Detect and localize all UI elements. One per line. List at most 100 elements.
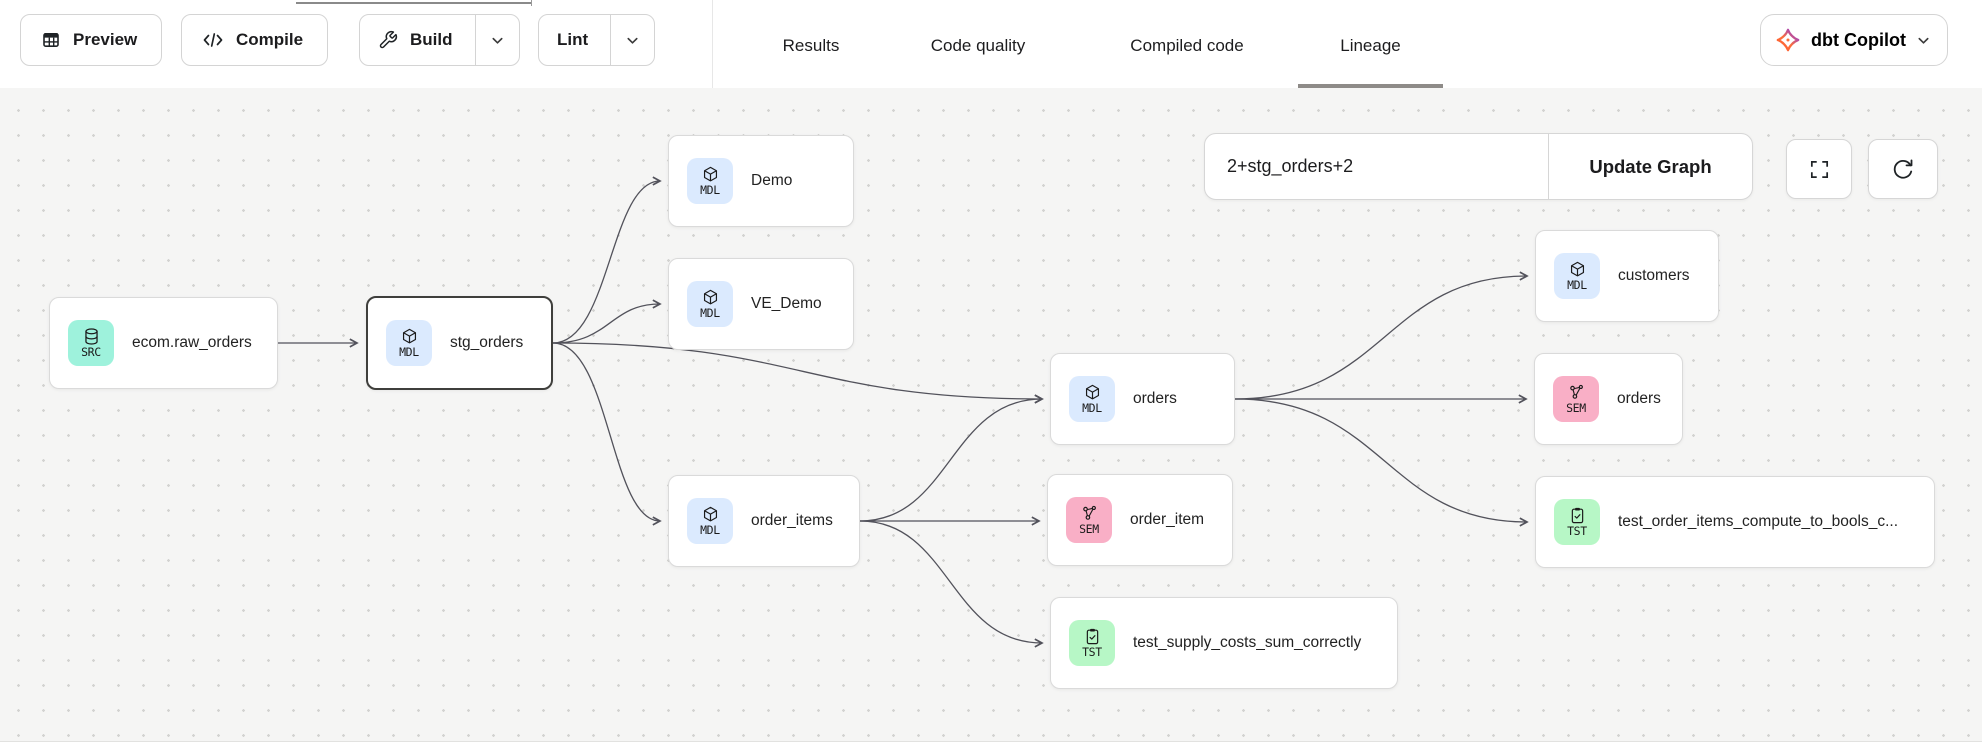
semantic-model-badge: SEM <box>1066 497 1112 543</box>
network-icon <box>1082 506 1096 521</box>
network-icon <box>1569 385 1583 400</box>
node-type-label: MDL <box>1567 278 1587 293</box>
lineage-canvas[interactable]: SRC ecom.raw_orders MDL stg_orders MDL <box>0 88 1982 742</box>
graph-selector-input[interactable] <box>1205 134 1549 199</box>
model-badge: MDL <box>1554 253 1600 299</box>
node-type-label: MDL <box>700 183 720 198</box>
tab-results-label: Results <box>782 36 840 55</box>
lineage-node-orders-model[interactable]: MDL orders <box>1050 353 1235 445</box>
cube-icon <box>703 167 717 182</box>
cube-icon <box>1570 262 1584 277</box>
node-label: test_supply_costs_sum_correctly <box>1133 634 1362 651</box>
toolbar-header: Preview Compile Build <box>0 0 1982 88</box>
edge-stgOrders-demo <box>552 176 662 344</box>
preview-button[interactable]: Preview <box>20 14 163 66</box>
editor-tab-divider <box>531 0 532 6</box>
code-icon <box>203 33 223 47</box>
tab-lineage-label: Lineage <box>1340 36 1401 55</box>
node-type-label: SEM <box>1566 401 1586 416</box>
lineage-node-order-item-semantic[interactable]: SEM order_item <box>1047 474 1233 566</box>
lineage-node-test-supply-costs[interactable]: TST test_supply_costs_sum_correctly <box>1050 597 1398 689</box>
preview-button-label: Preview <box>73 30 138 49</box>
toolbar-tabs-divider <box>712 0 713 88</box>
node-label: order_items <box>751 512 833 529</box>
node-label: customers <box>1618 267 1690 284</box>
dbt-copilot-button[interactable]: dbt Copilot <box>1760 14 1948 66</box>
node-label: test_order_items_compute_to_bools_c... <box>1618 513 1899 530</box>
fullscreen-button[interactable] <box>1786 139 1852 199</box>
tab-compiled-code-label: Compiled code <box>1130 36 1244 55</box>
source-badge: SRC <box>68 320 114 366</box>
edge-stgOrders-orderItems <box>552 342 662 526</box>
edge-orders-testOrderItems <box>1234 398 1529 527</box>
refresh-graph-button[interactable] <box>1868 139 1938 199</box>
node-type-label: TST <box>1567 524 1587 539</box>
test-badge: TST <box>1554 499 1600 545</box>
clipboard-check-icon <box>1571 508 1583 524</box>
lint-button-label: Lint <box>557 30 589 49</box>
semantic-model-badge: SEM <box>1553 376 1599 422</box>
node-type-label: MDL <box>399 345 419 360</box>
build-button[interactable]: Build <box>360 15 475 65</box>
node-label: orders <box>1133 390 1177 407</box>
update-graph-button[interactable]: Update Graph <box>1589 155 1712 177</box>
model-badge: MDL <box>687 158 733 204</box>
chevron-down-icon <box>627 37 638 44</box>
node-type-label: TST <box>1082 645 1102 660</box>
edge-orderItems-orders <box>859 394 1044 522</box>
compile-button[interactable]: Compile <box>181 14 329 66</box>
node-label: VE_Demo <box>751 295 822 312</box>
build-dropdown-toggle[interactable] <box>474 15 519 65</box>
test-badge: TST <box>1069 620 1115 666</box>
lint-split-button: Lint <box>538 14 656 66</box>
lineage-node-orders-semantic[interactable]: SEM orders <box>1534 353 1683 445</box>
node-label: Demo <box>751 172 793 189</box>
chevron-down-icon <box>491 37 503 44</box>
node-label: orders <box>1617 390 1661 407</box>
table-icon <box>43 32 59 47</box>
lineage-node-order-items[interactable]: MDL order_items <box>668 475 860 567</box>
model-badge: MDL <box>386 320 432 366</box>
model-badge: MDL <box>687 498 733 544</box>
lineage-node-ecom-raw-orders[interactable]: SRC ecom.raw_orders <box>49 297 278 389</box>
wrench-icon <box>379 30 398 49</box>
node-label: stg_orders <box>450 334 524 351</box>
node-type-label: MDL <box>700 523 720 538</box>
fullscreen-icon <box>1810 160 1828 178</box>
dbt-copilot-icon <box>1776 28 1800 52</box>
bottom-strip <box>0 743 1982 748</box>
node-label: ecom.raw_orders <box>132 334 252 351</box>
node-label: order_item <box>1130 511 1205 528</box>
edge-orderItems-testSupply <box>859 520 1044 648</box>
tab-compiled-code[interactable]: Compiled code <box>1097 4 1277 88</box>
node-type-label: SRC <box>81 345 101 360</box>
compile-button-label: Compile <box>236 30 304 49</box>
build-split-button: Build <box>359 14 520 66</box>
refresh-icon <box>1893 159 1913 179</box>
tab-lineage[interactable]: Lineage <box>1298 4 1443 88</box>
tab-results[interactable]: Results <box>751 4 871 88</box>
cube-icon <box>1085 385 1099 400</box>
cube-icon <box>402 329 416 344</box>
lineage-node-stg-orders[interactable]: MDL stg_orders <box>366 296 553 390</box>
tab-code-quality[interactable]: Code quality <box>898 4 1058 88</box>
lineage-node-test-order-items[interactable]: TST test_order_items_compute_to_bools_c.… <box>1535 476 1935 568</box>
graph-selector-group: Update Graph <box>1204 133 1753 200</box>
lineage-node-demo[interactable]: MDL Demo <box>668 135 854 227</box>
model-badge: MDL <box>687 281 733 327</box>
editor-tab-bottom-edge <box>296 0 531 4</box>
lint-button[interactable]: Lint <box>539 15 610 65</box>
lint-dropdown-toggle[interactable] <box>610 15 654 65</box>
node-type-label: SEM <box>1079 522 1099 537</box>
model-badge: MDL <box>1069 376 1115 422</box>
lineage-node-customers[interactable]: MDL customers <box>1535 230 1719 322</box>
build-button-label: Build <box>410 30 453 49</box>
edge-stgOrders-orders <box>552 342 1044 404</box>
node-type-label: MDL <box>1082 401 1102 416</box>
database-icon <box>84 328 98 345</box>
node-type-label: MDL <box>700 306 720 321</box>
edge-stgOrders-veDemo <box>552 299 662 344</box>
dbt-copilot-label: dbt Copilot <box>1811 29 1906 50</box>
lineage-node-ve-demo[interactable]: MDL VE_Demo <box>668 258 854 350</box>
